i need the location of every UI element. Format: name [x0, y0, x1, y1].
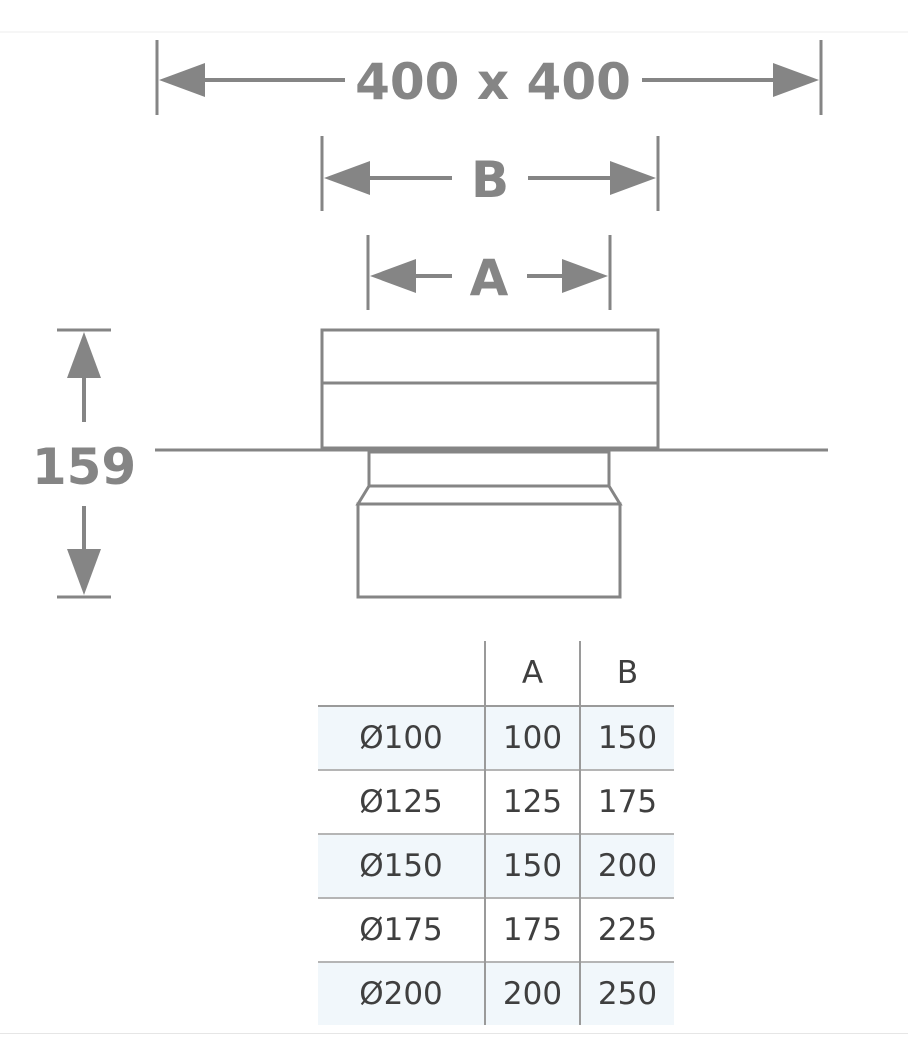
table-header-row: A B — [318, 641, 674, 706]
b-value-cell: 150 — [580, 706, 674, 770]
height-arrow-up — [67, 332, 101, 378]
overall-dimension — [155, 40, 823, 115]
a-arrow-left — [370, 259, 416, 293]
overall-dimension-label: 400 x 400 — [355, 53, 631, 111]
diameter-cell: Ø175 — [318, 898, 486, 962]
technical-drawing: 400 x 400 B A 159 — [0, 31, 908, 599]
size-table: A B Ø100 100 150 Ø125 125 175 Ø150 150 2… — [318, 641, 674, 1025]
height-arrow-down — [67, 549, 101, 595]
size-table-container: A B Ø100 100 150 Ø125 125 175 Ø150 150 2… — [318, 641, 674, 1025]
diameter-cell: Ø100 — [318, 706, 486, 770]
table-row: Ø125 125 175 — [318, 770, 674, 834]
b-value-cell: 175 — [597, 784, 658, 820]
bottom-separator — [0, 1033, 908, 1034]
b-dimension — [320, 136, 660, 211]
a-dimension-label: A — [470, 249, 509, 307]
table-row: Ø100 100 150 — [318, 706, 674, 770]
diameter-cell: Ø150 — [318, 834, 486, 898]
part-outline — [155, 328, 828, 599]
diameter-cell: Ø125 — [318, 770, 486, 834]
table-row: Ø150 150 200 — [318, 834, 674, 898]
a-dimension — [366, 235, 612, 310]
height-dimension-label: 159 — [32, 438, 136, 496]
height-dimension — [57, 328, 111, 599]
overall-arrow-right — [773, 63, 819, 97]
header-b: B — [616, 655, 639, 691]
lower-spigot — [356, 502, 622, 599]
b-value-cell: 250 — [580, 962, 674, 1025]
header-a: A — [485, 641, 581, 706]
a-value-cell: 175 — [485, 898, 581, 962]
a-value-cell: 150 — [485, 834, 581, 898]
diameter-cell: Ø200 — [318, 962, 486, 1025]
b-arrow-left — [324, 161, 370, 195]
neck-section — [367, 450, 611, 488]
a-value-cell: 125 — [485, 770, 581, 834]
table-row: Ø175 175 225 — [318, 898, 674, 962]
b-value-cell: 225 — [597, 912, 658, 948]
upper-box — [320, 328, 660, 450]
table-row: Ø200 200 250 — [318, 962, 674, 1025]
b-value-cell: 200 — [580, 834, 674, 898]
a-arrow-right — [562, 259, 608, 293]
b-dimension-label: B — [471, 151, 509, 209]
b-arrow-right — [610, 161, 656, 195]
a-value-cell: 200 — [485, 962, 581, 1025]
overall-arrow-left — [159, 63, 205, 97]
a-value-cell: 100 — [485, 706, 581, 770]
taper-section — [355, 485, 623, 506]
header-blank — [318, 641, 486, 706]
